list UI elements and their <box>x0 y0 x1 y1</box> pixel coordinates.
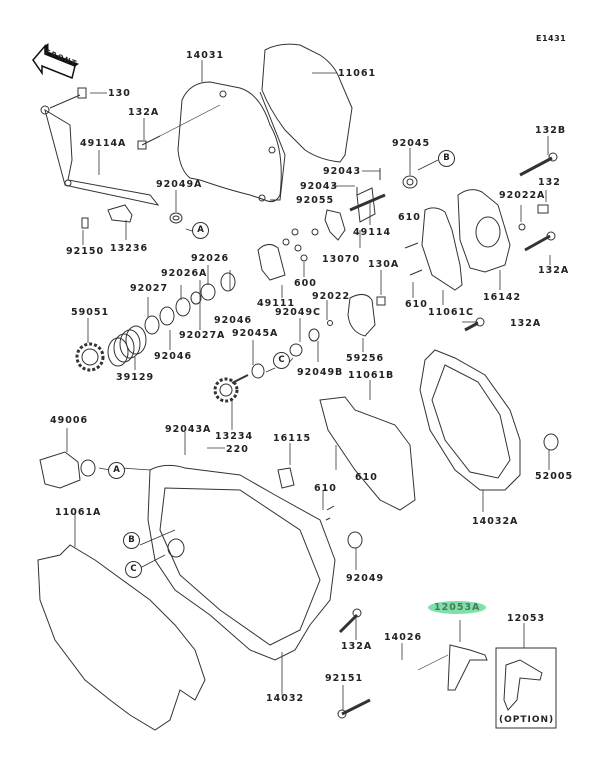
part-59051-gear[interactable] <box>75 342 105 372</box>
part-label-14026[interactable]: 14026 <box>384 632 423 643</box>
part-label-52005[interactable]: 52005 <box>535 471 574 482</box>
part-label-12053[interactable]: 12053 <box>507 613 546 624</box>
part-label-92043[interactable]: 92043 <box>323 166 362 177</box>
diagram-code: E1431 <box>536 34 567 43</box>
part-14032-cover[interactable] <box>147 464 336 661</box>
option-label: (OPTION) <box>499 715 555 725</box>
part-label-92027A[interactable]: 92027A <box>179 330 226 341</box>
part-label-92022[interactable]: 92022 <box>312 291 351 302</box>
part-label-92046-a[interactable]: 92046 <box>214 315 253 326</box>
part-49114A-shaft[interactable] <box>44 108 160 206</box>
part-label-49114[interactable]: 49114 <box>353 227 392 238</box>
part-label-610-c[interactable]: 610 <box>355 472 378 483</box>
part-label-49111[interactable]: 49111 <box>257 298 296 309</box>
part-49006-duct[interactable] <box>39 451 81 489</box>
part-label-92026[interactable]: 92026 <box>191 253 230 264</box>
part-label-92049A[interactable]: 92049A <box>156 179 203 190</box>
part-label-92022A[interactable]: 92022A <box>499 190 546 201</box>
reference-marker-a-top: A <box>192 222 209 239</box>
part-label-92043-b[interactable]: 92043 <box>300 181 339 192</box>
part-label-92027[interactable]: 92027 <box>130 283 169 294</box>
part-label-132B[interactable]: 132B <box>535 125 567 136</box>
part-label-11061A[interactable]: 11061A <box>55 507 102 518</box>
part-label-11061B[interactable]: 11061B <box>348 370 395 381</box>
part-label-610-b[interactable]: 610 <box>405 299 428 310</box>
part-label-59051[interactable]: 59051 <box>71 307 110 318</box>
part-label-610-d[interactable]: 610 <box>314 483 337 494</box>
part-label-13236[interactable]: 13236 <box>110 243 149 254</box>
part-label-92049[interactable]: 92049 <box>346 573 385 584</box>
part-label-600[interactable]: 600 <box>294 278 317 289</box>
part-label-92049B[interactable]: 92049B <box>297 367 344 378</box>
part-11061B-gasket[interactable] <box>319 396 416 511</box>
part-label-13070[interactable]: 13070 <box>322 254 361 265</box>
part-13234-gear[interactable] <box>213 377 239 403</box>
part-12053A-bracket[interactable] <box>447 644 488 691</box>
reference-marker-a-bottom: A <box>108 462 125 479</box>
part-label-92150[interactable]: 92150 <box>66 246 105 257</box>
part-label-11061C[interactable]: 11061C <box>428 307 475 318</box>
reference-marker-c-bottom: C <box>125 561 142 578</box>
part-label-14032A[interactable]: 14032A <box>472 516 519 527</box>
part-label-610-a[interactable]: 610 <box>398 212 421 223</box>
part-label-132A[interactable]: 132A <box>128 107 160 118</box>
part-label-92045A[interactable]: 92045A <box>232 328 279 339</box>
reference-marker-b-top: B <box>438 150 455 167</box>
part-label-16115[interactable]: 16115 <box>273 433 312 444</box>
part-label-59256[interactable]: 59256 <box>346 353 385 364</box>
part-49111-shaft[interactable] <box>257 244 286 281</box>
part-14031-cover[interactable] <box>177 81 282 203</box>
part-label-130[interactable]: 130 <box>108 88 131 99</box>
part-11061-gasket[interactable] <box>261 43 353 163</box>
part-label-220[interactable]: 220 <box>226 444 249 455</box>
part-13070-impeller[interactable] <box>324 209 346 241</box>
reference-marker-c-top: C <box>273 352 290 369</box>
part-label-132[interactable]: 132 <box>538 177 561 188</box>
part-label-92045[interactable]: 92045 <box>392 138 431 149</box>
part-label-92151[interactable]: 92151 <box>325 673 364 684</box>
part-label-49006[interactable]: 49006 <box>50 415 89 426</box>
part-label-14032[interactable]: 14032 <box>266 693 305 704</box>
part-label-14031[interactable]: 14031 <box>186 50 225 61</box>
part-39129-spring[interactable] <box>107 325 147 367</box>
part-label-92046-b[interactable]: 92046 <box>154 351 193 362</box>
part-label-92026A[interactable]: 92026A <box>161 268 208 279</box>
part-label-39129[interactable]: 39129 <box>116 372 155 383</box>
part-label-16142[interactable]: 16142 <box>483 292 522 303</box>
part-11061C-gasket[interactable] <box>421 207 463 291</box>
part-11061A-gasket[interactable] <box>37 544 206 731</box>
reference-marker-b-bottom: B <box>123 532 140 549</box>
part-14032A-cover[interactable] <box>419 349 521 491</box>
part-label-12053A-highlighted[interactable]: 12053A <box>428 601 487 614</box>
part-label-130A[interactable]: 130A <box>368 259 400 270</box>
part-label-132A-c[interactable]: 132A <box>510 318 542 329</box>
part-label-11061[interactable]: 11061 <box>338 68 377 79</box>
part-label-49114A[interactable]: 49114A <box>80 138 127 149</box>
part-16142-pump-cover[interactable] <box>457 189 511 273</box>
front-arrow-icon <box>32 43 80 80</box>
part-label-13234[interactable]: 13234 <box>215 431 254 442</box>
part-59256-impeller[interactable] <box>347 294 376 337</box>
part-label-92043A[interactable]: 92043A <box>165 424 212 435</box>
part-label-132A-d[interactable]: 132A <box>341 641 373 652</box>
part-label-92055[interactable]: 92055 <box>296 195 335 206</box>
part-label-92049C[interactable]: 92049C <box>275 307 322 318</box>
part-16115-plug[interactable] <box>277 467 295 489</box>
option-box <box>495 647 557 729</box>
part-label-132A-b[interactable]: 132A <box>538 265 570 276</box>
